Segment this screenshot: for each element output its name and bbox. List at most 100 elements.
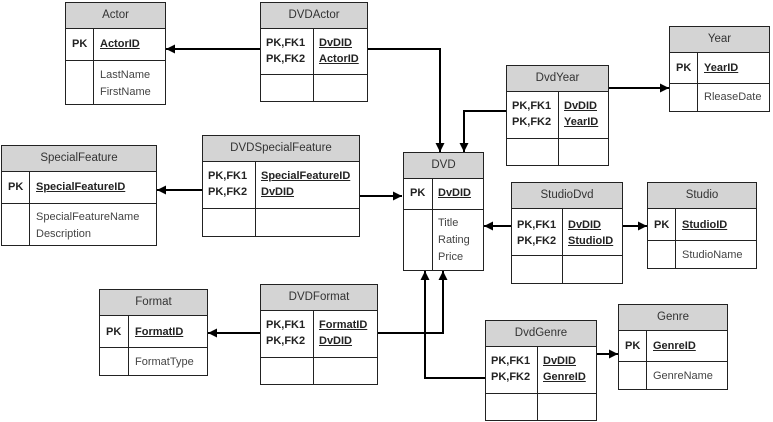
connector-dvdyear-dvd <box>459 110 506 152</box>
entity-title: DVDSpecialFeature <box>203 136 359 162</box>
attribute-list: FormatType <box>135 354 194 371</box>
key-fields: YearID <box>704 60 738 76</box>
key-labels: PK,FK1 PK,FK2 <box>512 98 551 130</box>
entity-actor: Actor PK ActorID LastName FirstName <box>65 2 166 105</box>
entity-format: Format PK FormatID FormatType <box>99 289 208 376</box>
entity-dvd: DVD PK DvDID Title Rating Price <box>403 152 484 271</box>
key-field: SpecialFeatureID <box>36 181 126 193</box>
key-fields: FormatID DvDID <box>319 317 367 349</box>
key-labels: PK,FK1 PK,FK2 <box>266 317 305 349</box>
attribute-list: GenreName <box>653 368 713 385</box>
key-field: DvDID <box>543 355 577 367</box>
key-label: PK,FK1 <box>512 100 552 112</box>
key-label: PK <box>72 38 88 50</box>
key-label: PK,FK2 <box>491 371 531 383</box>
key-field: DvDID <box>564 100 598 112</box>
key-labels: PK <box>106 324 121 340</box>
key-label: PK,FK2 <box>266 53 306 65</box>
entity-title: DVDActor <box>261 3 367 29</box>
attribute-list: LastName FirstName <box>100 67 151 101</box>
key-field: DvDID <box>568 219 602 231</box>
key-field: DvDID <box>319 335 353 347</box>
attribute: FormatType <box>135 356 194 368</box>
entity-title: Format <box>100 290 207 316</box>
key-labels: PK <box>654 217 669 233</box>
attribute: Price <box>438 251 464 263</box>
attribute: Description <box>36 228 92 240</box>
key-field: YearID <box>564 116 599 128</box>
key-field: DvDID <box>319 37 353 49</box>
key-labels: PK,FK1 PK,FK2 <box>208 168 247 200</box>
attribute-list: RleaseDate <box>704 89 761 106</box>
key-labels: PK,FK1 PK,FK2 <box>266 35 305 67</box>
entity-dvdspecialfeature: DVDSpecialFeature PK,FK1 PK,FK2 SpecialF… <box>202 135 360 237</box>
key-fields: DvDID ActorID <box>319 35 359 67</box>
entity-studio: Studio PK StudioID StudioName <box>647 182 757 269</box>
key-labels: PK <box>72 36 87 52</box>
entity-title: DvdYear <box>507 66 608 92</box>
key-labels: PK,FK1 PK,FK2 <box>517 217 556 249</box>
entity-dvdformat: DVDFormat PK,FK1 PK,FK2 FormatID DvDID <box>260 284 378 385</box>
attribute-list: StudioName <box>682 247 743 264</box>
attribute: LastName <box>100 69 151 81</box>
connector-dvdgenre-dvd <box>420 271 485 379</box>
attribute: RleaseDate <box>704 91 762 103</box>
key-fields: FormatID <box>135 324 183 340</box>
key-fields: SpecialFeatureID DvDID <box>261 168 350 200</box>
entity-title: DVDFormat <box>261 285 377 311</box>
key-label: PK,FK2 <box>517 235 557 247</box>
key-field: DvDID <box>438 187 472 199</box>
entity-title: Year <box>670 27 769 53</box>
key-label: PK,FK1 <box>208 170 248 182</box>
entity-title: SpecialFeature <box>2 146 156 172</box>
key-label: PK,FK1 <box>266 37 306 49</box>
key-fields: DvDID <box>438 185 471 201</box>
entity-title: DvdGenre <box>486 321 596 347</box>
key-fields: DvDID StudioID <box>568 217 613 249</box>
key-labels: PK <box>676 60 691 76</box>
key-label: PK <box>676 62 692 74</box>
key-label: PK,FK1 <box>491 355 531 367</box>
key-field: StudioID <box>568 235 614 247</box>
key-label: PK <box>8 181 24 193</box>
key-labels: PK <box>625 338 640 354</box>
key-field: YearID <box>704 62 739 74</box>
key-labels: PK <box>8 179 23 195</box>
key-field: StudioID <box>682 219 728 231</box>
key-fields: DvDID YearID <box>564 98 598 130</box>
key-label: PK <box>654 219 670 231</box>
entity-dvdactor: DVDActor PK,FK1 PK,FK2 DvDID ActorID <box>260 2 368 102</box>
attribute: GenreName <box>653 370 713 382</box>
key-label: PK,FK2 <box>208 186 248 198</box>
key-label: PK,FK2 <box>266 335 306 347</box>
key-fields: StudioID <box>682 217 727 233</box>
key-fields: SpecialFeatureID <box>36 179 125 195</box>
key-field: DvDID <box>261 186 295 198</box>
attribute: StudioName <box>682 249 743 261</box>
entity-dvdgenre: DvdGenre PK,FK1 PK,FK2 DvDID GenreID <box>485 320 597 421</box>
key-fields: DvDID GenreID <box>543 353 586 385</box>
key-labels: PK,FK1 PK,FK2 <box>491 353 530 385</box>
connector-dvdactor-dvd <box>368 48 445 152</box>
key-label: PK <box>625 340 641 352</box>
key-fields: GenreID <box>653 338 696 354</box>
key-label: PK <box>106 326 122 338</box>
key-label: PK,FK2 <box>512 116 552 128</box>
entity-specialfeature: SpecialFeature PK SpecialFeatureID Speci… <box>1 145 157 246</box>
attribute: FirstName <box>100 86 151 98</box>
key-field: FormatID <box>135 326 184 338</box>
entity-dvdyear: DvdYear PK,FK1 PK,FK2 DvDID YearID <box>506 65 609 166</box>
entity-title: Actor <box>66 3 165 29</box>
entity-title: StudioDvd <box>512 183 622 209</box>
entity-genre: Genre PK GenreID GenreName <box>618 304 728 390</box>
key-field: GenreID <box>543 371 586 383</box>
key-fields: ActorID <box>100 36 140 52</box>
connector-dvdformat-dvd <box>378 271 448 334</box>
key-field: ActorID <box>319 53 359 65</box>
key-label: PK,FK1 <box>266 319 306 331</box>
attribute-list: Title Rating Price <box>438 215 470 266</box>
attribute: Rating <box>438 234 470 246</box>
key-label: PK <box>410 187 426 199</box>
